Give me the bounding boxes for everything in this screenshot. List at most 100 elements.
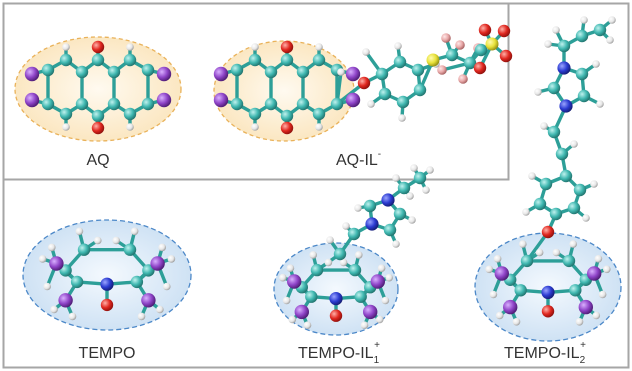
hydrogen-atom — [489, 290, 498, 299]
hydrogen-atom — [552, 248, 561, 257]
fluorine-atom — [455, 40, 465, 50]
carbon-atom — [141, 97, 155, 111]
hydrogen-atom — [575, 318, 584, 326]
carbon-atom — [547, 125, 561, 139]
carbon-atom — [75, 65, 89, 79]
carbon-atom — [575, 67, 589, 81]
hydrogen-atom — [410, 164, 418, 172]
carbon-atom — [230, 97, 244, 111]
hydrogen-atom — [126, 123, 134, 131]
highlighted-atom — [213, 92, 229, 108]
carbon-atom — [562, 254, 576, 268]
carbon-atom — [296, 97, 310, 111]
highlighted-atom — [49, 256, 64, 271]
highlighted-atom — [24, 66, 40, 82]
oxygen-atom — [91, 121, 105, 135]
hydrogen-atom — [163, 282, 171, 291]
highlighted-atom — [587, 266, 602, 281]
hydrogen-atom — [422, 186, 430, 194]
hydrogen-atom — [286, 264, 295, 273]
hydrogen-atom — [251, 43, 259, 51]
carbon-atom — [549, 207, 563, 221]
hydrogen-atom — [493, 254, 502, 263]
hydrogen-atom — [534, 88, 542, 96]
carbon-atom — [547, 81, 561, 95]
hydrogen-atom — [394, 42, 402, 50]
nitrogen-atom — [365, 217, 379, 231]
highlighted-atom — [287, 274, 302, 289]
carbon-atom — [280, 53, 294, 67]
hydrogen-atom — [406, 192, 414, 200]
highlighted-atom — [141, 293, 156, 308]
highlighted-atom — [294, 304, 309, 320]
hydrogen-atom — [408, 216, 416, 224]
hydrogen-atom — [392, 240, 400, 248]
carbon-atom — [569, 284, 582, 297]
highlighted-atom — [156, 66, 172, 82]
carbon-atom — [397, 181, 411, 195]
carbon-atom — [330, 97, 344, 111]
carbon-atom — [378, 87, 392, 101]
aq-core-highlight — [14, 36, 182, 142]
aq-group-box — [2, 2, 510, 181]
carbon-atom — [312, 107, 326, 121]
carbon-atom — [41, 97, 55, 111]
nitrogen-atom — [557, 61, 571, 75]
hydrogen-atom — [570, 140, 578, 148]
nitrogen-atom — [541, 285, 555, 299]
carbon-atom — [264, 65, 278, 79]
hydrogen-atom — [392, 174, 400, 182]
carbon-atom — [347, 227, 361, 241]
carbon-atom — [555, 147, 569, 161]
highlighted-atom — [578, 299, 593, 315]
carbon-atom — [296, 65, 310, 79]
hydrogen-atom — [596, 100, 604, 108]
carbon-atom — [310, 263, 324, 277]
highlighted-atom — [213, 66, 229, 82]
carbon-atom — [123, 107, 137, 121]
highlighted-atom — [345, 66, 361, 82]
hydrogen-atom — [303, 321, 312, 330]
molecule-tempo — [38, 227, 176, 321]
hydrogen-atom — [68, 312, 77, 321]
hydrogen-atom — [112, 236, 120, 245]
carbon-atom — [533, 197, 547, 211]
oxygen-atom — [329, 309, 343, 322]
hydrogen-atom — [282, 296, 291, 305]
oxygen-atom — [497, 24, 511, 38]
carbon-atom — [354, 290, 367, 303]
oxygen-atom — [100, 298, 114, 312]
hydrogen-atom — [167, 255, 176, 263]
highlighted-atom — [503, 299, 518, 315]
carbon-atom — [91, 109, 105, 123]
sulfur-atom — [485, 37, 499, 51]
carbon-atom — [393, 207, 407, 221]
hydrogen-atom — [569, 240, 577, 248]
oxygen-atom — [541, 225, 555, 239]
carbon-atom — [445, 48, 459, 62]
oxygen-atom — [473, 61, 487, 75]
carbon-atom — [348, 263, 362, 277]
label-tempo-il1: TEMPO-IL1+ — [298, 340, 380, 366]
hydrogen-atom — [590, 180, 598, 188]
molecule-models — [24, 16, 616, 330]
hydrogen-atom — [156, 305, 164, 314]
hydrogen-atom — [75, 227, 84, 236]
carbon-atom — [363, 199, 377, 213]
fluorine-atom — [458, 74, 468, 84]
carbon-atom — [474, 43, 488, 57]
highlighted-atom — [494, 266, 509, 281]
carbon-atom — [593, 23, 607, 37]
label-aq: AQ — [86, 152, 109, 169]
molecule-tempo-il2 — [485, 16, 616, 326]
hydrogen-atom — [381, 296, 390, 305]
hydrogen-atom — [130, 227, 139, 236]
hydrogen-atom — [279, 273, 287, 282]
carbon-atom — [577, 89, 591, 103]
hydrogen-atom — [552, 26, 560, 34]
hydrogen-atom — [535, 248, 544, 257]
hydrogen-atom — [315, 43, 323, 51]
carbon-atom — [539, 177, 553, 191]
fluorine-atom — [437, 65, 447, 75]
